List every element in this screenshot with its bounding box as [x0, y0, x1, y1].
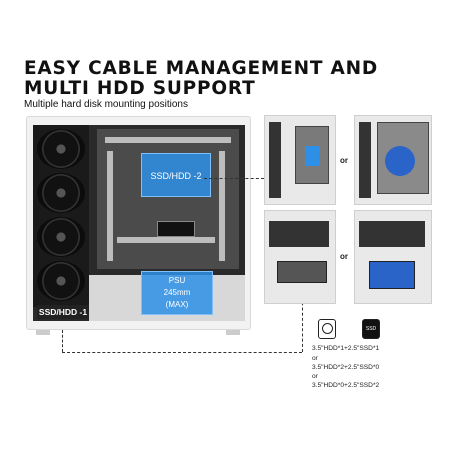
heading-line-1: EASY CABLE MANAGEMENT AND	[24, 58, 379, 79]
spec-line-2: 3.5"HDD*2+2.5"SSD*0	[312, 364, 380, 371]
ssd-hdd-1-label: SSD/HDD -1	[37, 305, 89, 319]
spec-line-1: 3.5"HDD*1+2.5"SSD*1	[312, 345, 380, 352]
ssd-icon: SSD	[362, 319, 380, 339]
heading-line-2: MULTI HDD SUPPORT	[24, 78, 256, 99]
photo-panel-top-right	[354, 115, 432, 205]
fan-icon	[37, 173, 85, 213]
fan-icon	[37, 261, 85, 301]
photo-panel-bottom-right	[354, 210, 432, 304]
ssd-hdd-2-label: SSD/HDD -2	[150, 171, 202, 181]
subtitle: Multiple hard disk mounting positions	[24, 99, 188, 110]
case-foot	[36, 330, 50, 335]
connector-line	[302, 292, 303, 352]
connector-line	[62, 330, 63, 352]
spec-or: or	[312, 355, 318, 362]
case-foot	[226, 330, 240, 335]
fan-column	[33, 125, 89, 307]
spec-line-3: 3.5"HDD*0+2.5"SSD*2	[312, 382, 380, 389]
photo-panel-top-left	[264, 115, 336, 205]
tray-bar	[117, 237, 215, 243]
tray-bar	[219, 151, 225, 261]
spec-or: or	[312, 373, 318, 380]
ssd-icon-label: SSD	[365, 326, 377, 332]
tray-bar	[107, 151, 113, 261]
photo-panel-bottom-left	[264, 210, 336, 304]
ssd-hdd-2-bay: SSD/HDD -2	[141, 153, 211, 197]
case-interior: SSD/HDD -2 SSD/HDD -1 PSU 245mm (MAX)	[33, 125, 245, 321]
connector-line	[62, 352, 302, 353]
or-label: or	[340, 156, 348, 165]
tray-bar	[105, 137, 231, 143]
psu-size-label: 245mm	[163, 288, 191, 297]
motherboard-tray	[97, 129, 239, 269]
or-label: or	[340, 252, 348, 261]
connector-line	[204, 178, 264, 179]
case-illustration: SSD/HDD -2 SSD/HDD -1 PSU 245mm (MAX)	[26, 116, 251, 330]
psu-label: PSU	[168, 276, 186, 285]
psu-max-label: (MAX)	[165, 300, 189, 309]
fan-icon	[37, 217, 85, 257]
cable-connector	[157, 221, 195, 237]
psu-bay: PSU 245mm (MAX)	[141, 271, 213, 315]
fan-icon	[37, 129, 85, 169]
hdd-icon	[318, 319, 336, 339]
